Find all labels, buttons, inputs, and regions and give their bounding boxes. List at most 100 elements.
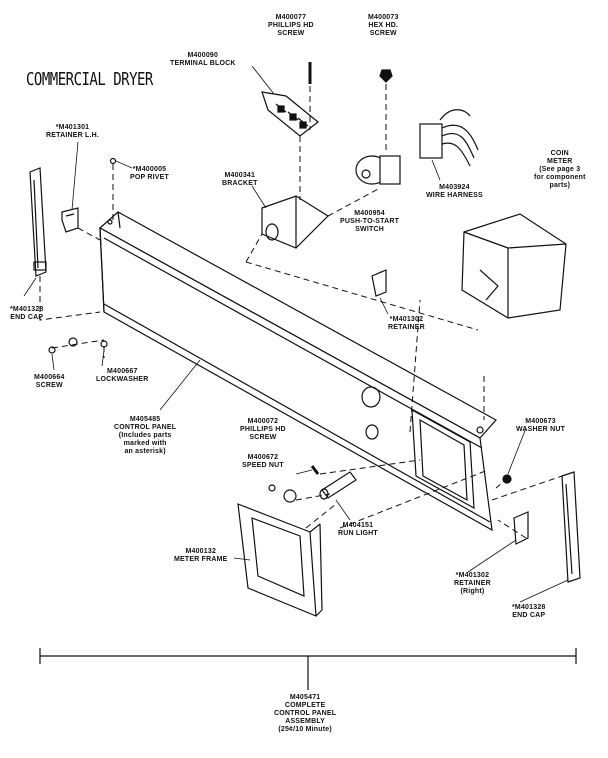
label-washer-nut: M400673 WASHER NUT — [516, 418, 565, 434]
meter-frame-shape — [237, 503, 323, 617]
screw-left-shape — [48, 346, 56, 354]
hex-screw-shape — [379, 69, 393, 83]
label-screw-left: M400664 SCREW — [34, 374, 65, 390]
part-name: TERMINAL BLOCK — [170, 60, 236, 67]
label-retainer-mid: *M401302 RETAINER — [388, 316, 425, 332]
part-name: SCREW — [35, 382, 63, 389]
part-name: SCREW — [277, 30, 305, 37]
retainer-left-shape — [61, 207, 79, 233]
label-speed-nut: M400672 SPEED NUT — [242, 454, 284, 470]
label-hex-screw: M400073 HEX HD. SCREW — [368, 14, 399, 38]
leader-lines — [23, 65, 569, 603]
part-name: RETAINER — [454, 580, 491, 587]
part-number: *M400005 — [132, 166, 167, 173]
part-name: POP RIVET — [130, 174, 170, 181]
label-lockwasher: M400667 LOCKWASHER — [96, 368, 149, 384]
label-push-to-start: M400954 PUSH-TO-START SWITCH — [340, 210, 399, 234]
part-number: M400072 — [247, 418, 279, 425]
end-cap-left-shape — [29, 167, 47, 277]
part-name: COMPLETE — [284, 702, 326, 709]
end-cap-right-shape — [561, 471, 581, 583]
label-phillips-screw-mid: M400072 PHILLIPS HD SCREW — [240, 418, 286, 442]
part-name: parts) — [549, 182, 571, 189]
part-number: M400673 — [525, 418, 556, 425]
label-retainer-right: *M401302 RETAINER (Right) — [454, 572, 491, 596]
part-name: END CAP — [512, 612, 546, 619]
part-number: M400090 — [187, 52, 219, 59]
part-name: CONTROL PANEL — [114, 424, 177, 431]
part-number: M400132 — [185, 548, 217, 555]
part-name: END CAP — [10, 314, 44, 321]
part-name: COIN — [550, 150, 569, 157]
terminal-block-shape — [261, 91, 319, 137]
part-name: WIRE HARNESS — [426, 192, 483, 199]
part-name: SWITCH — [355, 226, 384, 233]
part-name: PHILLIPS HD — [240, 426, 286, 433]
part-number: M400073 — [368, 14, 399, 21]
retainer-right-shape — [513, 511, 529, 545]
part-name: HEX HD. — [368, 22, 399, 29]
label-run-light: M404151 RUN LIGHT — [338, 522, 378, 538]
part-name: CONTROL PANEL — [274, 710, 337, 717]
part-name: PHILLIPS HD — [268, 22, 314, 29]
part-name: RETAINER — [388, 324, 425, 331]
part-name: SPEED NUT — [242, 462, 284, 469]
part-number: M400954 — [354, 210, 385, 217]
label-control-panel: M405485 CONTROL PANEL (Includes parts ma… — [114, 416, 176, 456]
assembly-bracket — [39, 648, 577, 690]
phillips-screw-mid-shape — [310, 465, 320, 475]
part-number: M405471 — [289, 694, 321, 701]
part-name: METER — [547, 158, 573, 165]
part-number: M400664 — [34, 374, 65, 381]
part-name: for component — [534, 174, 586, 181]
label-terminal-block: M400090 TERMINAL BLOCK — [170, 52, 236, 68]
pop-rivet-shape — [109, 157, 117, 165]
part-number: *M401328 — [10, 306, 44, 313]
part-number: M400077 — [275, 14, 307, 21]
run-light-shape — [319, 471, 357, 500]
part-number: M404151 — [342, 522, 374, 529]
retainer-mid-shape — [371, 269, 387, 297]
label-pop-rivet: *M400005 POP RIVET — [130, 166, 169, 182]
part-name: LOCKWASHER — [96, 376, 149, 383]
part-number: *M401302 — [389, 316, 424, 323]
part-name: RUN LIGHT — [338, 530, 378, 537]
label-bracket: M400341 BRACKET — [222, 172, 258, 188]
label-phillips-screw-top: M400077 PHILLIPS HD SCREW — [268, 14, 314, 38]
part-name: (Right) — [460, 588, 485, 595]
part-number: M400672 — [247, 454, 279, 461]
lockwasher-shape — [68, 337, 108, 348]
part-number: M400341 — [224, 172, 256, 179]
part-number: *M401328 — [512, 604, 546, 611]
label-end-cap-left: *M401328 END CAP — [10, 306, 44, 322]
label-retainer-lh: *M401301 RETAINER L.H. — [46, 124, 99, 140]
label-end-cap-right: *M401328 END CAP — [512, 604, 546, 620]
part-number: *M401302 — [455, 572, 490, 579]
part-name: marked with — [123, 440, 167, 447]
page-title: COMMERCIAL DRYER — [26, 70, 153, 90]
part-name: PUSH-TO-START — [340, 218, 400, 225]
part-number: M403924 — [439, 184, 470, 191]
part-name: an asterisk) — [124, 448, 166, 455]
bracket-shape — [261, 195, 329, 249]
part-number: M405485 — [129, 416, 161, 423]
part-number: M400667 — [106, 368, 138, 375]
push-to-start-switch-shape — [355, 155, 401, 185]
label-meter-frame: M400132 METER FRAME — [174, 548, 228, 564]
part-name: RETAINER L.H. — [46, 132, 100, 139]
part-name: METER FRAME — [174, 556, 228, 563]
part-name: SCREW — [369, 30, 397, 37]
assembly-lines — [39, 84, 563, 539]
part-name: (25¢/10 Minute) — [278, 726, 332, 733]
speed-nut-shape — [268, 484, 297, 503]
part-name: SCREW — [249, 434, 277, 441]
part-name: (See page 3 — [539, 166, 581, 173]
part-name: WASHER NUT — [516, 426, 566, 433]
wire-harness-shape — [419, 109, 479, 167]
label-wire-harness: M403924 WIRE HARNESS — [426, 184, 483, 200]
control-panel-shape — [98, 211, 497, 532]
part-name: BRACKET — [222, 180, 258, 187]
label-assembly: M405471 COMPLETE CONTROL PANEL ASSEMBLY … — [274, 694, 336, 734]
